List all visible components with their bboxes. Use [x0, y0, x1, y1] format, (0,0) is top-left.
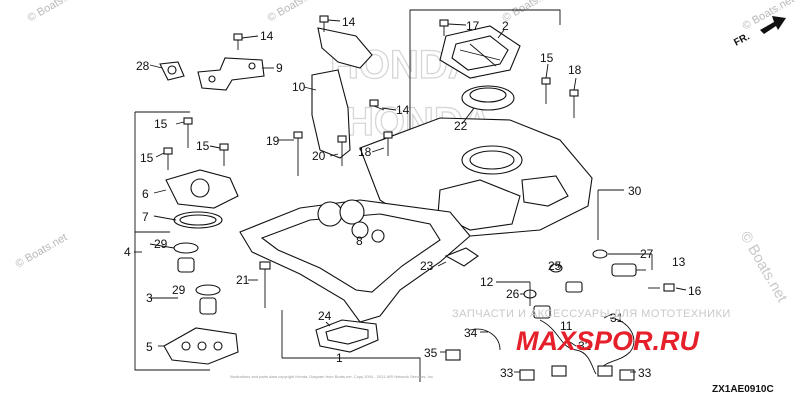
callout: 3	[146, 291, 153, 305]
callout: 18	[568, 63, 582, 77]
callout: 14	[342, 15, 356, 29]
arrow-icon	[760, 16, 786, 34]
watermark-2: © Boats.net	[266, 0, 322, 25]
callout: 29	[172, 283, 186, 297]
callout: 24	[318, 309, 332, 323]
thermostat-4	[173, 242, 221, 315]
callout: 20	[312, 149, 326, 163]
callout: 16	[688, 284, 702, 298]
gasket-23	[444, 247, 479, 267]
mount-frame-1	[239, 199, 471, 323]
callout: 32	[578, 339, 592, 353]
group-brackets	[134, 9, 624, 382]
callout: 35	[424, 346, 438, 360]
watermark-5: © Boats.net	[14, 231, 70, 270]
callout: 31	[610, 311, 624, 325]
gasket-24	[315, 319, 379, 353]
callout: 9	[276, 61, 283, 75]
callout: 7	[142, 210, 149, 224]
callout: 5	[146, 340, 153, 354]
watermark-6: © Boats.net	[737, 229, 791, 306]
bolts	[163, 15, 675, 308]
callout: 15	[540, 51, 554, 65]
callout: 6	[142, 187, 149, 201]
callout: 28	[136, 59, 150, 73]
callout: 8	[356, 234, 363, 248]
thermostat-cover-6	[165, 169, 239, 209]
callout: 1	[336, 351, 343, 365]
callout: 15	[154, 117, 168, 131]
cover-plate-2	[439, 25, 521, 79]
callout: 23	[420, 259, 434, 273]
seal-22	[461, 85, 515, 111]
sensor-13	[592, 249, 646, 277]
callout: 14	[396, 103, 410, 117]
diagram-code: ZX1AE0910C	[712, 384, 774, 395]
callout: 18	[358, 145, 372, 159]
callout: 33	[500, 366, 514, 380]
store-watermark: ЗАПЧАСТИ И АКСЕССУАРЫ ДЛЯ МОТОТЕХНИКИ MA…	[452, 308, 731, 356]
leader-lines	[134, 19, 687, 373]
callout: 30	[628, 184, 642, 198]
plate-30	[359, 117, 593, 237]
store-tagline: ЗАПЧАСТИ И АКСЕССУАРЫ ДЛЯ МОТОТЕХНИКИ	[452, 308, 731, 320]
callout: 12	[480, 275, 494, 289]
store-brand: MAXSPOR.RU	[516, 326, 701, 356]
callout: 21	[236, 273, 250, 287]
callout: 15	[140, 151, 154, 165]
callout: 19	[266, 134, 280, 148]
wire-harness	[445, 317, 635, 381]
callout: 2	[502, 19, 509, 33]
watermark-3: © Boats.net	[501, 0, 557, 25]
callout: 4	[124, 245, 131, 259]
callout: 17	[466, 19, 480, 33]
callout: 29	[154, 237, 168, 251]
clip-28	[159, 61, 185, 81]
plate-5	[163, 327, 239, 365]
callout: 27	[640, 247, 654, 261]
callout: 14	[260, 29, 274, 43]
bracket-9	[197, 57, 265, 91]
callouts: 14 14 14 17 2 28 9 10 15 18 15 15 15 19 …	[124, 15, 702, 380]
copyright-text: Illustrations and parts data copyright H…	[230, 374, 434, 379]
callout: 26	[506, 287, 520, 301]
callout: 11	[560, 319, 573, 333]
callout: 34	[464, 326, 478, 340]
callout: 25	[548, 259, 562, 273]
watermark-1: © Boats.net	[26, 0, 82, 25]
callout: 15	[196, 139, 210, 153]
callout: 13	[672, 255, 686, 269]
gasket-7	[173, 211, 223, 229]
callout: 10	[292, 80, 306, 94]
callout: 33	[638, 366, 652, 380]
callout: 22	[454, 119, 468, 133]
fr-label: FR.	[732, 31, 752, 48]
